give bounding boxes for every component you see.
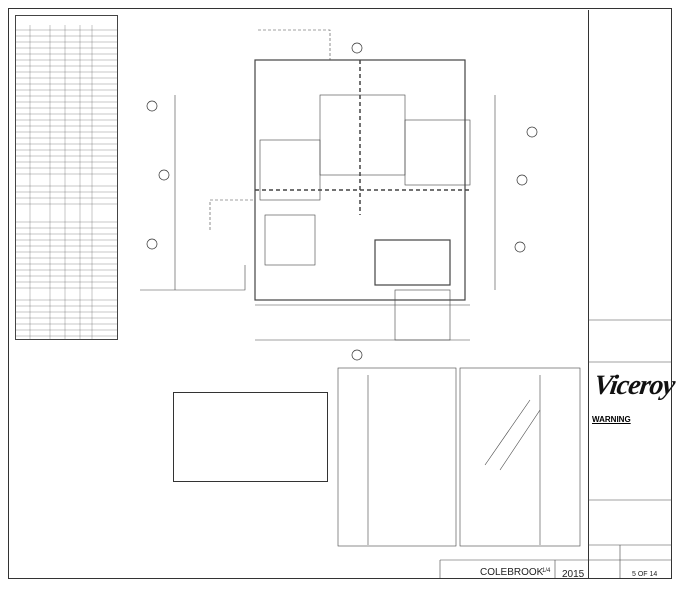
sheet-border bbox=[8, 8, 672, 579]
general-notes-box bbox=[173, 392, 328, 482]
year-label: 2015 bbox=[562, 569, 585, 580]
window-door-schedule-table bbox=[15, 15, 118, 340]
project-name: COLEBROOK bbox=[480, 567, 544, 578]
viceroy-logo: Viceroy bbox=[591, 370, 677, 401]
scale-label: 1/4 bbox=[542, 568, 551, 574]
title-block bbox=[588, 10, 673, 578]
warning-heading: WARNING bbox=[592, 415, 631, 424]
sheet-number: 5 OF 14 bbox=[632, 571, 658, 578]
